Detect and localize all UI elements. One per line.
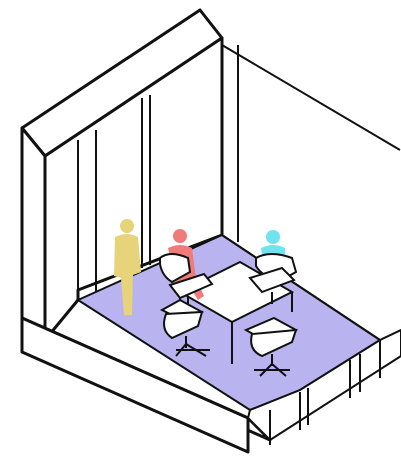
chairs — [159, 253, 299, 377]
right-glass-wall — [246, 328, 401, 445]
left-wall-front — [20, 126, 47, 342]
chair-back-right — [248, 253, 298, 304]
chair-front-right — [243, 316, 299, 377]
chair-back-left — [159, 253, 214, 308]
chair-front-left — [159, 298, 210, 357]
room-walls — [20, 8, 272, 454]
front-wall-front — [20, 316, 250, 454]
standing-person — [114, 219, 141, 315]
back-wall — [77, 38, 401, 341]
